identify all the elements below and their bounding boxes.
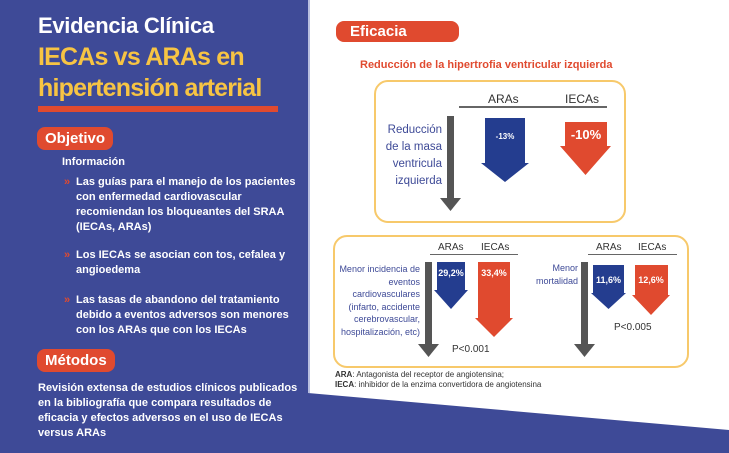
ieca-value: 12,6% — [638, 275, 664, 285]
header-line — [588, 254, 677, 255]
ara-arrow-bl — [434, 262, 468, 309]
axis-arrows — [418, 116, 595, 357]
bottom-diagonal-band — [308, 393, 729, 453]
mortality-label: Menor mortalidad — [535, 263, 578, 286]
chevron-icon: » — [64, 176, 71, 188]
header-line — [459, 106, 607, 108]
header-line — [430, 254, 518, 255]
col-header-ara: ARAs — [438, 242, 464, 253]
ieca-arrow-bl — [475, 262, 513, 337]
ieca-arrow-top — [560, 122, 611, 175]
ieca-value: -10% — [570, 127, 602, 142]
title-underline — [38, 106, 278, 112]
left-panel — [0, 0, 308, 453]
info-heading: Información — [62, 156, 125, 168]
cv-events-label: Menor incidencia de eventos cardiovascul… — [339, 264, 420, 337]
objetivo-badge: Objetivo — [37, 127, 114, 150]
abbreviation-legend: ARA: Antagonista del receptor de angiote… — [335, 370, 542, 389]
ara-value: -13% — [495, 132, 515, 141]
col-header-ieca: IECAs — [481, 242, 510, 253]
ara-arrow-br — [591, 265, 626, 309]
col-header-ara: ARAs — [596, 242, 622, 253]
ara-arrow-top — [481, 118, 529, 182]
outcomes-box — [333, 235, 689, 368]
ieca-arrow-br — [632, 265, 670, 315]
col-header-ieca: IECAs — [638, 242, 667, 253]
chevron-icon: » — [64, 249, 71, 261]
bullet-item: »Las guías para el manejo de los pacient… — [64, 176, 296, 233]
efficacy-subtitle: Reducción de la hipertrofia ventricular … — [360, 59, 613, 71]
metodos-badge: Métodos — [37, 349, 115, 372]
col-header-ara: ARAs — [488, 92, 519, 106]
ieca-value: 33,4% — [481, 268, 507, 278]
p-value: P<0.005 — [614, 322, 652, 333]
lvh-label: Reducción de la masa ventricula izquierd… — [385, 124, 442, 187]
col-header-ieca: IECAs — [565, 92, 600, 106]
axis-arrow-top — [447, 116, 454, 198]
eficacia-badge: Eficacia — [336, 21, 459, 42]
p-value: P<0.001 — [452, 344, 490, 355]
metodos-text: Revisión extensa de estudios clínicos pu… — [38, 382, 298, 439]
chevron-icon: » — [64, 294, 71, 306]
axis-arrow-bottom-left — [425, 262, 432, 344]
bullet-item: »Los IECAs se asocian con tos, cefalea y… — [64, 249, 286, 276]
panel-edge — [308, 0, 310, 393]
ara-value: 11,6% — [595, 275, 622, 285]
page-title: Evidencia Clínica — [38, 13, 214, 38]
bullet-item: »Las tasas de abandono del tratamiento d… — [64, 294, 289, 336]
lvh-box — [374, 80, 626, 223]
axis-arrow-bottom-right — [581, 262, 588, 344]
ara-value: 29,2% — [438, 268, 464, 278]
